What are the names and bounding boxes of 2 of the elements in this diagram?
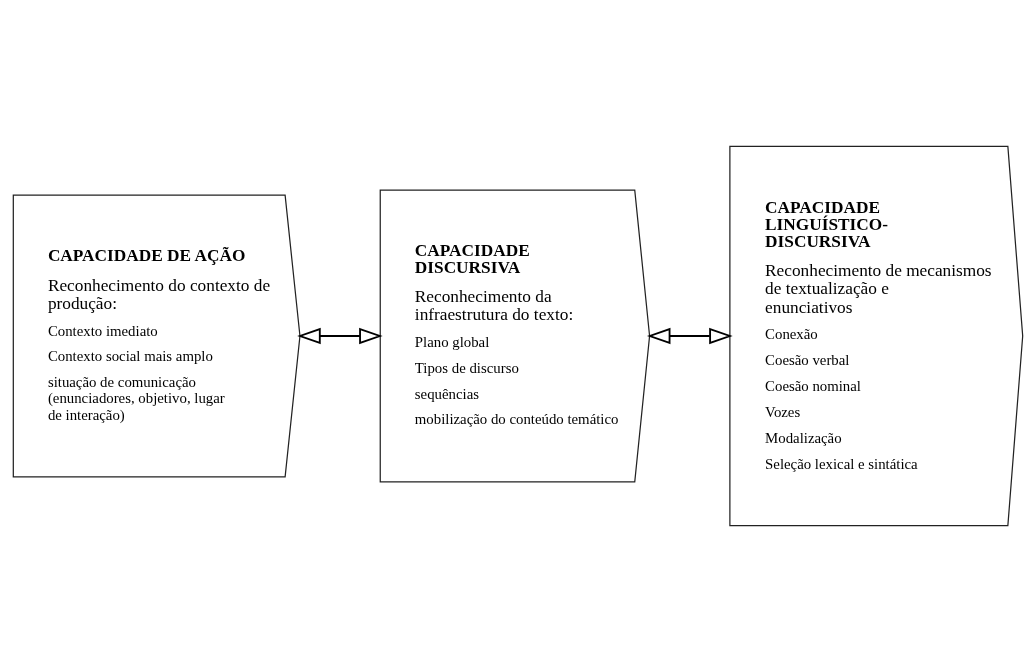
arrow <box>647 327 733 344</box>
arrow <box>297 327 383 344</box>
